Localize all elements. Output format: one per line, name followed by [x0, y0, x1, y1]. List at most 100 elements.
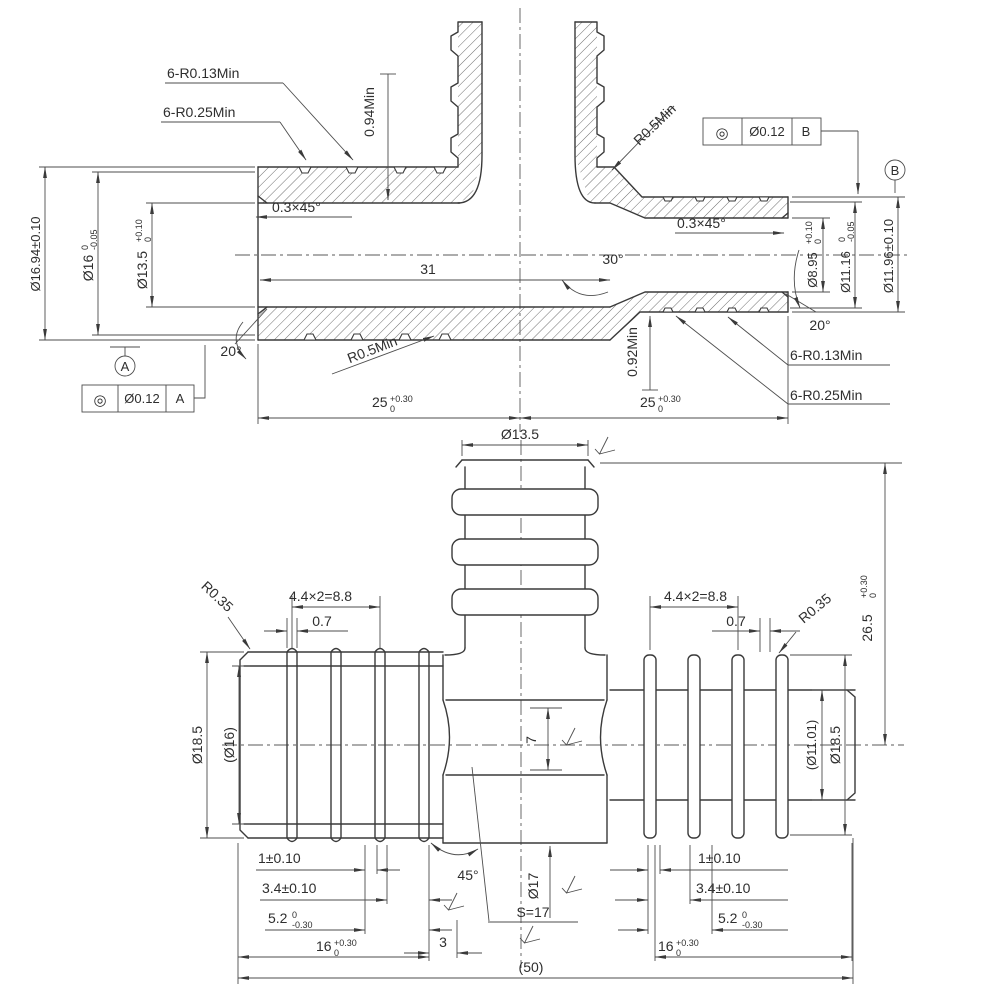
label-25-left-sub: 0: [390, 404, 395, 414]
label-chamfer-left: 0.3×45°: [272, 199, 321, 215]
dim-6-r025-top: 6-R0.25Min: [161, 104, 307, 161]
section-view: 6-R0.13Min 6-R0.25Min 0.94Min R0.5Min ◎ …: [28, 8, 910, 432]
label-7: 7: [523, 736, 539, 744]
label-094min: 0.94Min: [361, 87, 377, 137]
dim-dia-185-right: Ø18.5: [790, 654, 852, 836]
label-30deg: 30°: [602, 251, 623, 267]
dim-45deg: 45°: [430, 842, 479, 911]
label-16-right: 16: [658, 938, 674, 954]
feature-control-frame-a: ◎ Ø0.12 A: [81, 345, 206, 413]
label-25-right-sup: +0.30: [658, 394, 681, 404]
label-s17: S=17: [516, 904, 549, 920]
dim-25-right: 25 +0.30 0: [519, 316, 789, 424]
dim-dia-1196: Ø11.96±0.10: [792, 196, 905, 313]
dim-6-r013-top: 6-R0.13Min: [165, 65, 354, 161]
label-dia-895: Ø8.95: [805, 252, 820, 287]
concentricity-icon: ◎: [715, 125, 728, 142]
dim-16-right: 16 +0.30 0: [654, 843, 853, 961]
label-r035-right: R0.35: [795, 590, 834, 626]
label-dia-185-left: Ø18.5: [189, 726, 205, 764]
dim-dia-135-section: Ø13.5 +0.10 0: [134, 202, 255, 308]
dim-dia-1694: Ø16.94±0.10: [28, 166, 255, 341]
label-dia-16: Ø16: [80, 255, 96, 282]
front-view: Ø13.5 26.5 +0.30 0 R0.35 R0.35 4.4×2=8.8: [189, 426, 904, 984]
dim-1-right: 1±0.10: [610, 845, 788, 934]
label-25-right-sub: 0: [658, 404, 663, 414]
label-6-r025-bottom: 6-R0.25Min: [790, 387, 862, 403]
dim-dia-185-left: Ø18.5: [189, 651, 244, 839]
label-31: 31: [420, 261, 436, 277]
label-16-left-sup: +0.30: [334, 938, 357, 948]
dim-r035-left: R0.35: [198, 578, 251, 650]
label-25-right: 25: [640, 394, 656, 410]
fcf-a-value: Ø0.12: [124, 391, 159, 406]
label-1-right: 1±0.10: [698, 850, 741, 866]
dim-07-left: 0.7: [264, 613, 348, 648]
label-r05-top: R0.5Min: [630, 101, 679, 149]
label-dia-895-sup: +0.10: [804, 221, 814, 244]
dim-6-r013-bottom: 6-R0.13Min: [727, 316, 890, 366]
feature-control-frame-b: ◎ Ø0.12 B: [702, 117, 860, 195]
dim-34-left: 3.4±0.10: [260, 845, 452, 961]
dim-s17: S=17: [471, 766, 578, 944]
label-25-left-sup: +0.30: [390, 394, 413, 404]
label-pitch-left: 4.4×2=8.8: [289, 588, 352, 604]
label-dia-185-right: Ø18.5: [827, 726, 843, 764]
surface-finish-icon: [519, 925, 541, 944]
label-dia-16-sub: -0.05: [89, 229, 99, 250]
dim-092min: 0.92Min: [624, 315, 658, 391]
label-dia-135-section: Ø13.5: [134, 251, 150, 289]
section-outline: [234, 21, 817, 345]
fcf-b-value: Ø0.12: [749, 124, 784, 139]
label-dia-1196: Ø11.96±0.10: [881, 219, 896, 293]
front-centerlines: [222, 440, 904, 968]
label-3: 3: [439, 934, 447, 950]
fcf-a-datum-letter: A: [176, 391, 185, 406]
label-dia-135-sub: 0: [143, 237, 153, 242]
label-52-left: 5.2: [268, 910, 288, 926]
dim-1-left: 1±0.10: [256, 845, 400, 934]
label-265-sub: 0: [868, 593, 878, 598]
label-pitch-right: 4.4×2=8.8: [664, 588, 727, 604]
dim-chamfer-left: 0.3×45°: [255, 199, 352, 219]
dim-dia-895: Ø8.95 +0.10 0: [792, 217, 830, 293]
label-34-right: 3.4±0.10: [696, 880, 751, 896]
surface-finish-icon: [594, 436, 616, 455]
datum-b-letter: B: [891, 163, 900, 178]
barb-groove-notches: [298, 166, 770, 341]
label-dia-135-sup: +0.10: [134, 219, 144, 242]
datum-b-symbol: B: [884, 159, 906, 193]
dim-dia-1101-ref: (Ø11.01): [804, 689, 850, 801]
label-25-left: 25: [372, 394, 388, 410]
label-dia-1116-sub: -0.05: [846, 221, 856, 242]
label-16-right-sup: +0.30: [676, 938, 699, 948]
dim-52-left: 5.2 0 -0.30: [265, 910, 452, 932]
dim-50: (50): [237, 838, 854, 984]
label-dia-1116-sup: 0: [837, 237, 847, 242]
dim-7: 7: [523, 707, 583, 771]
dim-chamfer-right: 0.3×45°: [675, 215, 785, 235]
label-20deg-left: 20°: [220, 343, 241, 359]
dim-094min: 0.94Min: [361, 73, 396, 201]
label-07-left: 0.7: [312, 613, 332, 629]
label-6-r013-top: 6-R0.13Min: [167, 65, 239, 81]
fcf-b-datum-letter: B: [802, 124, 811, 139]
dim-52-right: 5.2 0 -0.30: [618, 845, 788, 934]
label-dia-1694: Ø16.94±0.10: [28, 216, 43, 291]
label-6-r013-bottom: 6-R0.13Min: [790, 347, 862, 363]
label-52-right-sub: -0.30: [742, 920, 763, 930]
label-265-sup: +0.30: [859, 575, 869, 598]
label-dia-135-front: Ø13.5: [501, 426, 539, 442]
dim-25-left: 25 +0.30 0: [257, 344, 521, 424]
label-dia-17: Ø17: [525, 873, 541, 900]
dim-34-right: 3.4±0.10: [615, 845, 788, 904]
surface-finish-icon: [561, 727, 583, 746]
front-outline: [239, 459, 856, 844]
label-16-left: 16: [316, 938, 332, 954]
label-52-right: 5.2: [718, 910, 738, 926]
dim-07-right: 0.7: [712, 613, 800, 652]
label-16-right-sub: 0: [676, 948, 681, 958]
label-chamfer-right: 0.3×45°: [677, 215, 726, 231]
label-52-left-sub: -0.30: [292, 920, 313, 930]
